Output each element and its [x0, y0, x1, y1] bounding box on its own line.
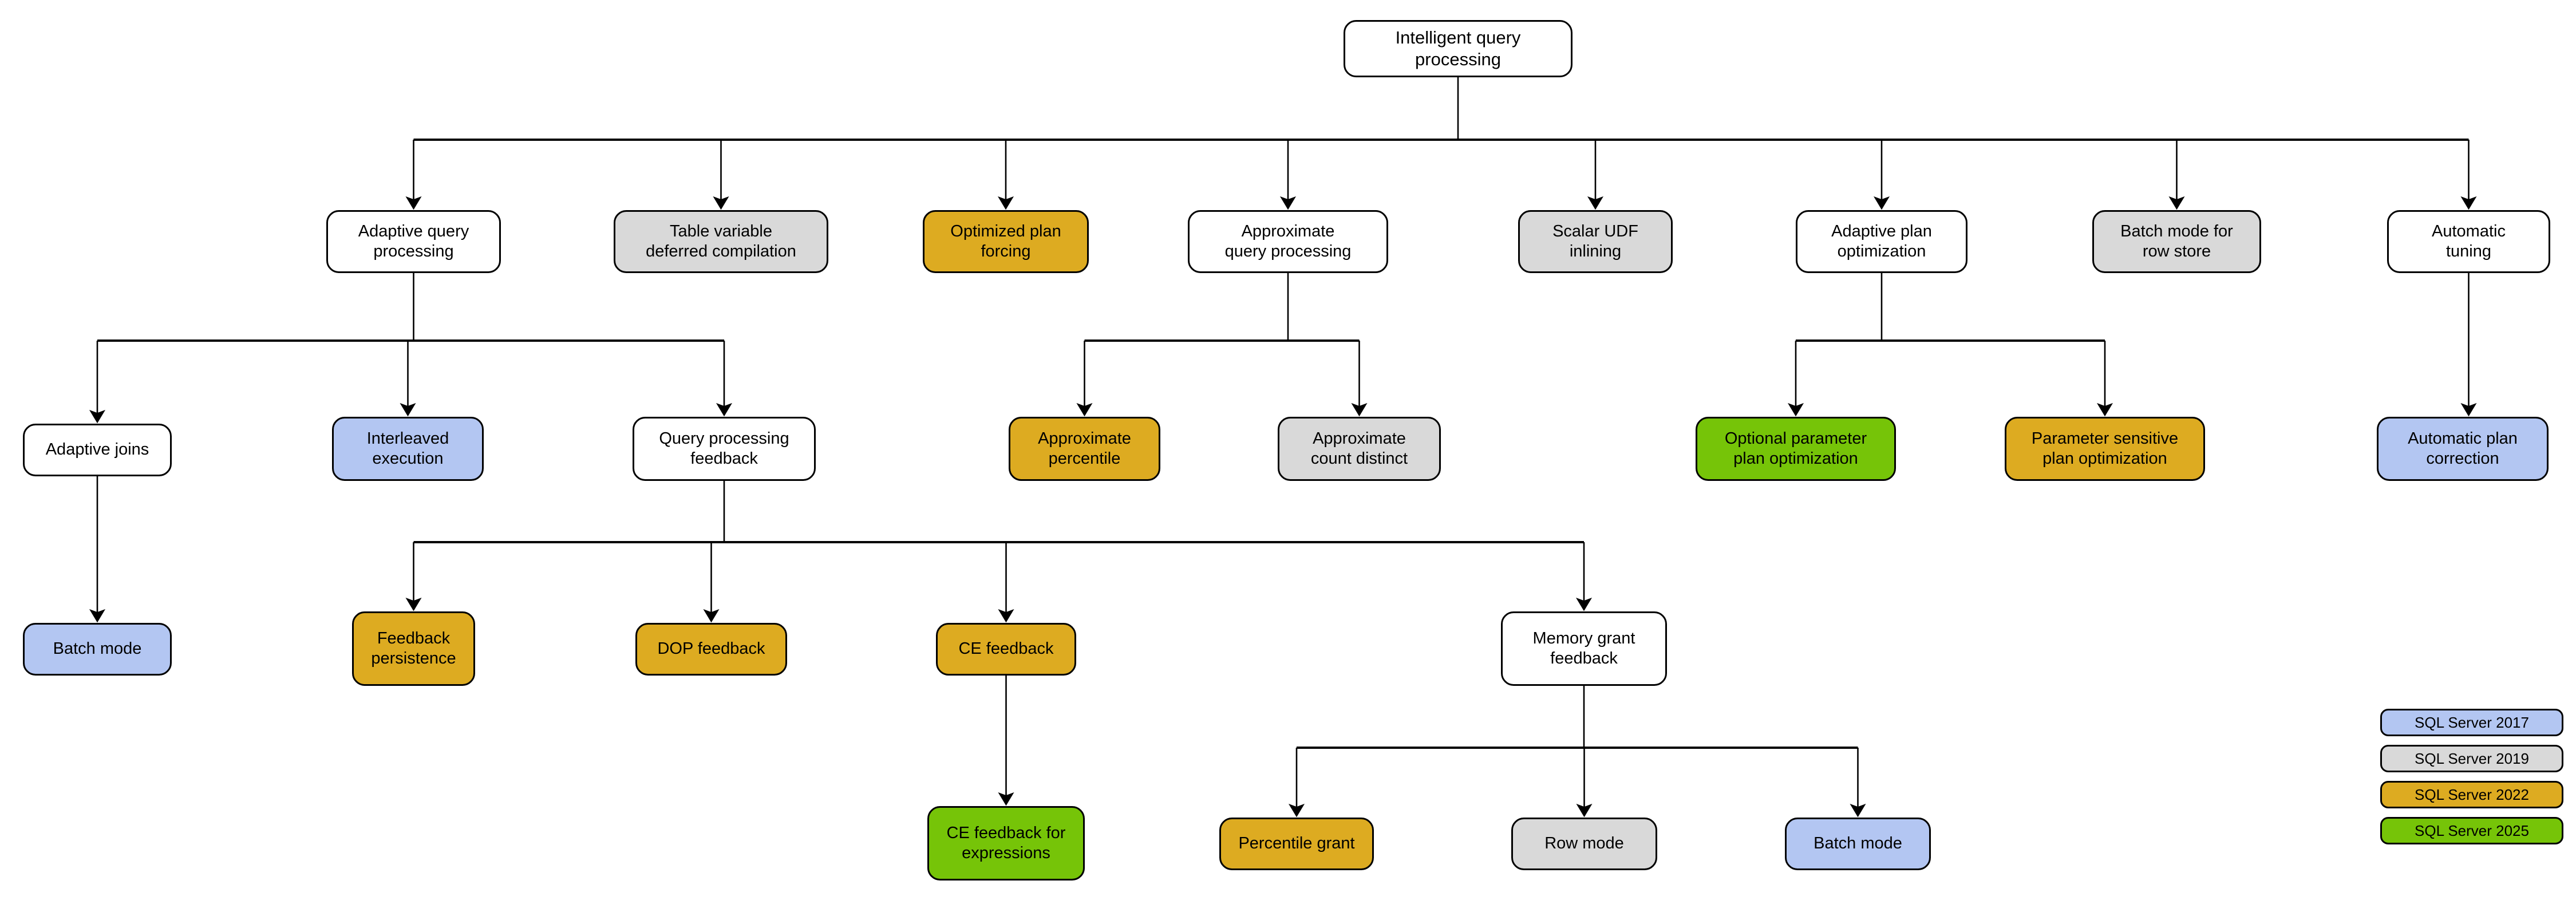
node-label-bmode2: Batch mode	[1814, 834, 1902, 853]
node-label-pgrant: Percentile grant	[1238, 834, 1355, 853]
node-label-dopfb: DOP feedback	[657, 639, 765, 658]
node-label-opf: Optimized plan forcing	[950, 222, 1061, 260]
node-bmode1[interactable]: Batch mode	[23, 623, 172, 676]
legend-item-sql-server-2019: SQL Server 2019	[2380, 745, 2563, 772]
node-bmrs[interactable]: Batch mode for row store	[2092, 210, 2261, 273]
node-fbpersist[interactable]: Feedback persistence	[352, 611, 475, 686]
node-label-ajoins: Adaptive joins	[45, 440, 149, 459]
node-oppo[interactable]: Optional parameter plan optimization	[1696, 417, 1896, 481]
node-qpf[interactable]: Query processing feedback	[633, 417, 816, 481]
node-label-cefbexpr: CE feedback for expressions	[946, 823, 1066, 862]
node-acd[interactable]: Approximate count distinct	[1278, 417, 1441, 481]
legend-item-label: SQL Server 2017	[2415, 713, 2529, 731]
node-aqpr[interactable]: Approximate query processing	[1188, 210, 1388, 273]
node-rowmode[interactable]: Row mode	[1511, 818, 1657, 870]
legend-item-label: SQL Server 2019	[2415, 749, 2529, 767]
node-ajoins[interactable]: Adaptive joins	[23, 424, 172, 476]
node-mgf[interactable]: Memory grant feedback	[1501, 611, 1667, 686]
node-apo[interactable]: Adaptive plan optimization	[1796, 210, 1967, 273]
legend-item-sql-server-2017: SQL Server 2017	[2380, 709, 2563, 736]
node-aqp[interactable]: Adaptive query processing	[326, 210, 501, 273]
legend-item-sql-server-2025: SQL Server 2025	[2380, 817, 2563, 844]
node-label-appct: Approximate percentile	[1038, 429, 1131, 468]
node-label-qpf: Query processing feedback	[659, 429, 789, 468]
node-label-pspo: Parameter sensitive plan optimization	[2031, 429, 2179, 468]
node-label-aqpr: Approximate query processing	[1224, 222, 1352, 260]
legend-item-sql-server-2022: SQL Server 2022	[2380, 781, 2563, 808]
node-label-acd: Approximate count distinct	[1310, 429, 1408, 468]
node-sudf[interactable]: Scalar UDF inlining	[1518, 210, 1673, 273]
legend-item-label: SQL Server 2022	[2415, 785, 2529, 803]
node-label-tvdc: Table variable deferred compilation	[646, 222, 796, 260]
node-label-ilexec: Interleaved execution	[366, 429, 449, 468]
node-cefbexpr[interactable]: CE feedback for expressions	[927, 806, 1085, 881]
node-cefb[interactable]: CE feedback	[936, 623, 1076, 676]
node-label-bmrs: Batch mode for row store	[2120, 222, 2233, 260]
node-pgrant[interactable]: Percentile grant	[1219, 818, 1374, 870]
node-appct[interactable]: Approximate percentile	[1009, 417, 1160, 481]
node-label-fbpersist: Feedback persistence	[371, 629, 456, 668]
node-autotune[interactable]: Automatic tuning	[2387, 210, 2550, 273]
node-label-apc: Automatic plan correction	[2408, 429, 2518, 468]
node-label-rowmode: Row mode	[1544, 834, 1624, 853]
legend-item-label: SQL Server 2025	[2415, 822, 2529, 839]
node-tvdc[interactable]: Table variable deferred compilation	[614, 210, 828, 273]
node-dopfb[interactable]: DOP feedback	[635, 623, 787, 676]
node-label-cefb: CE feedback	[958, 639, 1054, 658]
node-label-apo: Adaptive plan optimization	[1831, 222, 1932, 260]
node-bmode2[interactable]: Batch mode	[1785, 818, 1931, 870]
node-iqp[interactable]: Intelligent query processing	[1344, 20, 1573, 77]
node-label-sudf: Scalar UDF inlining	[1552, 222, 1638, 260]
node-label-oppo: Optional parameter plan optimization	[1724, 429, 1867, 468]
node-label-bmode1: Batch mode	[53, 639, 142, 658]
node-label-autotune: Automatic tuning	[2432, 222, 2506, 260]
node-pspo[interactable]: Parameter sensitive plan optimization	[2005, 417, 2205, 481]
node-opf[interactable]: Optimized plan forcing	[923, 210, 1089, 273]
node-ilexec[interactable]: Interleaved execution	[332, 417, 484, 481]
node-label-iqp: Intelligent query processing	[1395, 27, 1521, 69]
node-apc[interactable]: Automatic plan correction	[2377, 417, 2549, 481]
node-label-aqp: Adaptive query processing	[358, 222, 469, 260]
node-label-mgf: Memory grant feedback	[1532, 629, 1635, 668]
